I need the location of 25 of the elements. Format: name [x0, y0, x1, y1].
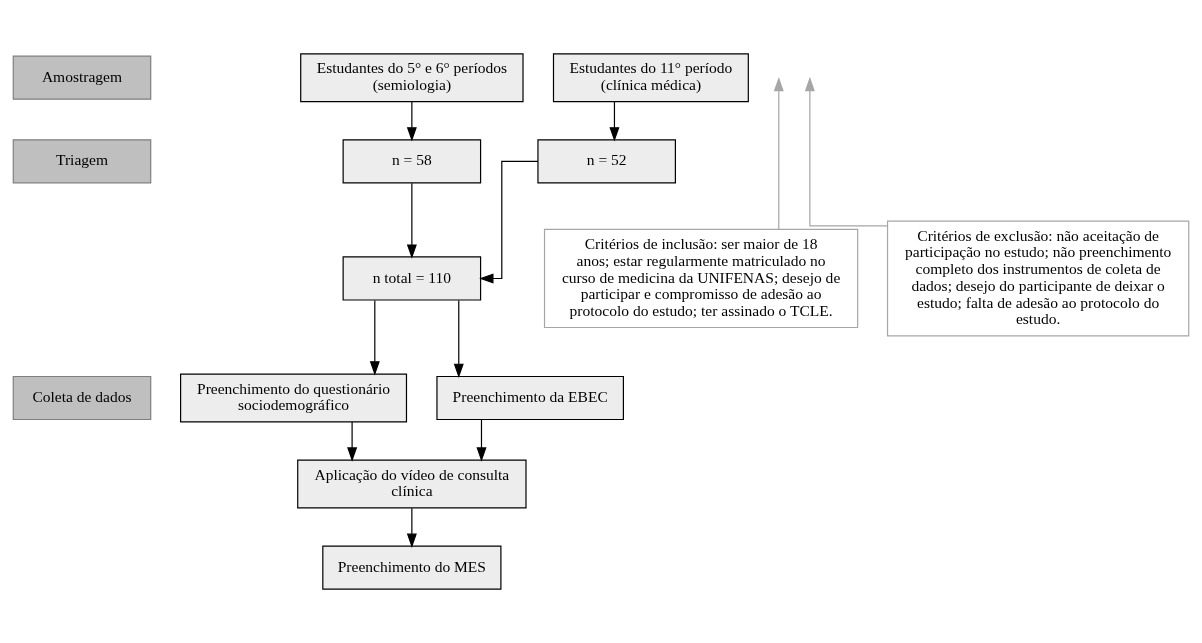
- node-box: Critérios de inclusão: ser maior de 18 anos; estar regularmente matriculado no curso de medicina da UNIFENAS; desejo de participar e compromisso de adesão ao protocolo do estudo; ter assinado o TCLE.: [543, 228, 859, 329]
- node-box: Aplicação do vídeo de consulta clínica: [297, 459, 527, 509]
- arrow: [804, 76, 889, 227]
- arrow: [479, 160, 539, 284]
- node-box: Coleta de dados: [12, 375, 152, 421]
- node-box: n = 52: [537, 139, 676, 184]
- arrow: [476, 419, 487, 462]
- arrow: [406, 101, 417, 142]
- arrow: [406, 182, 417, 259]
- node-box: Critérios de exclusão: não aceitação de participação no estudo; não preenchimento completo dos instrumentos de coleta de dados; desejo do participante de deixar o estudo; falta de adesão ao protocolo do estudo.: [886, 220, 1190, 337]
- node-box: n = 58: [342, 139, 482, 184]
- node-box: n total = 110: [342, 256, 482, 301]
- arrow: [773, 76, 784, 230]
- node-box: Estudantes do 5° e 6° períodos (semiologia): [300, 53, 524, 103]
- node-box: Preenchimento do MES: [322, 545, 502, 590]
- node-box: Estudantes do 11° período (clínica médica): [552, 53, 749, 103]
- arrow: [453, 299, 464, 378]
- node-box: Triagem: [12, 139, 152, 184]
- arrow: [347, 421, 358, 462]
- arrow: [609, 101, 620, 142]
- node-box: Preenchimento do questionário sociodemográfico: [180, 373, 408, 423]
- node-box: Amostragem: [12, 55, 152, 100]
- arrow: [369, 299, 380, 376]
- node-box: Preenchimento da EBEC: [436, 375, 624, 421]
- arrow: [406, 507, 417, 548]
